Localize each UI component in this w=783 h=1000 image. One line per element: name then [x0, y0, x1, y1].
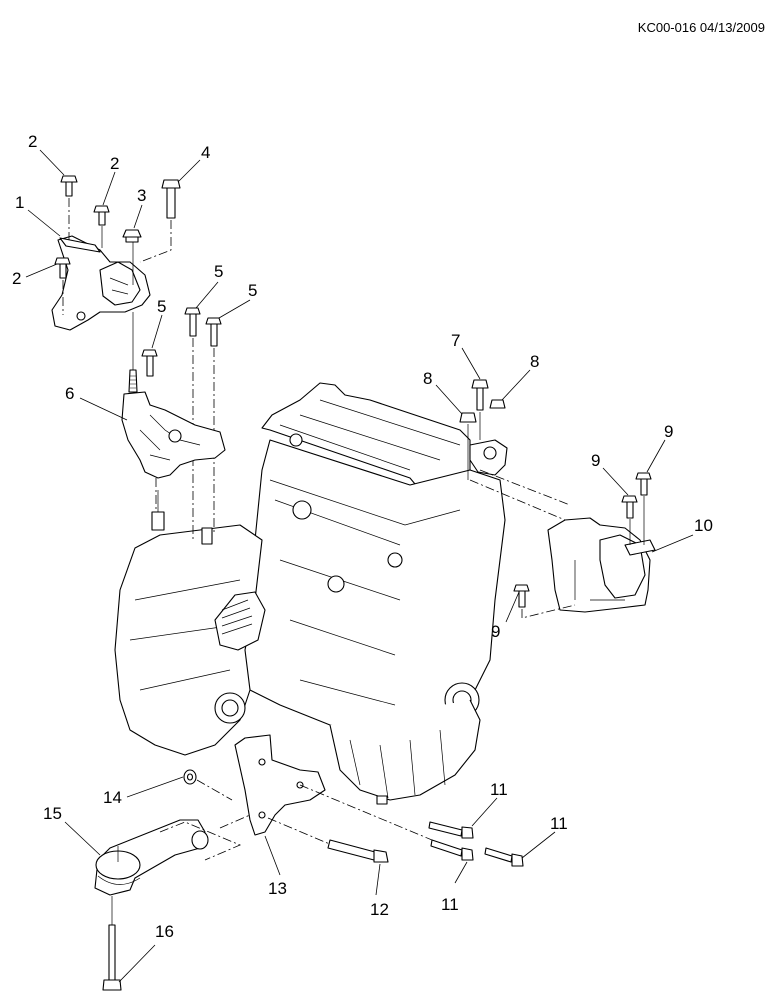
callout-5: 5 [248, 281, 257, 300]
bolt-5a [141, 349, 158, 377]
bolt-7 [471, 379, 489, 440]
callout-2: 2 [28, 132, 37, 151]
part-1-left-mount [51, 235, 151, 331]
callout-10: 10 [694, 516, 713, 535]
nut-8b [489, 399, 506, 409]
callout-1: 1 [15, 193, 24, 212]
part-14-bushing [183, 769, 233, 801]
callout-12: 12 [370, 900, 389, 919]
callout-3: 3 [137, 186, 146, 205]
callout-15: 15 [43, 804, 62, 823]
callout-7: 7 [451, 331, 460, 350]
callout-8: 8 [423, 369, 432, 388]
callout-5: 5 [157, 297, 166, 316]
part-6-transmission-bracket [121, 391, 226, 510]
bolt-9c [513, 584, 576, 619]
fasteners-9 [513, 472, 652, 619]
callout-labels: 2 2 2 1 3 4 5 5 5 6 7 8 8 9 9 9 10 11 11… [12, 132, 713, 941]
part-15-torque-strut [94, 814, 251, 896]
callout-11: 11 [441, 895, 459, 914]
fasteners-upper-left [54, 175, 181, 393]
bolt-16 [102, 896, 122, 991]
callout-11: 11 [550, 814, 568, 833]
bolt-5c [205, 317, 222, 535]
bolt-12 [267, 817, 389, 863]
diagram-reference-code: KC00-016 04/13/2009 [637, 20, 765, 35]
bolt-9a [621, 495, 638, 545]
callout-leaders [25, 149, 694, 983]
callout-14: 14 [103, 788, 122, 807]
callout-9: 9 [591, 451, 600, 470]
bolts-11 [299, 784, 524, 867]
callout-11: 11 [490, 780, 508, 799]
callout-5: 5 [214, 262, 223, 281]
callout-2: 2 [110, 154, 119, 173]
nut-8a [459, 412, 477, 480]
callout-4: 4 [201, 143, 210, 162]
callout-16: 16 [155, 922, 174, 941]
engine-assembly [114, 382, 506, 805]
fasteners-7-8 [459, 379, 508, 480]
bolt-2a [60, 175, 78, 240]
callout-8: 8 [530, 352, 539, 371]
bolt-9b [635, 472, 652, 545]
callout-2: 2 [12, 269, 21, 288]
nut-3 [122, 229, 142, 285]
callout-9: 9 [664, 422, 673, 441]
callout-9: 9 [491, 622, 500, 641]
callout-6: 6 [65, 384, 74, 403]
bolt-2c [54, 257, 71, 315]
bolt-5b [184, 307, 201, 540]
bolt-4 [139, 179, 181, 263]
part-10-right-mount [469, 469, 656, 613]
bolt-2b [93, 205, 110, 248]
callout-13: 13 [268, 879, 287, 898]
part-13-rear-bracket [234, 734, 326, 836]
